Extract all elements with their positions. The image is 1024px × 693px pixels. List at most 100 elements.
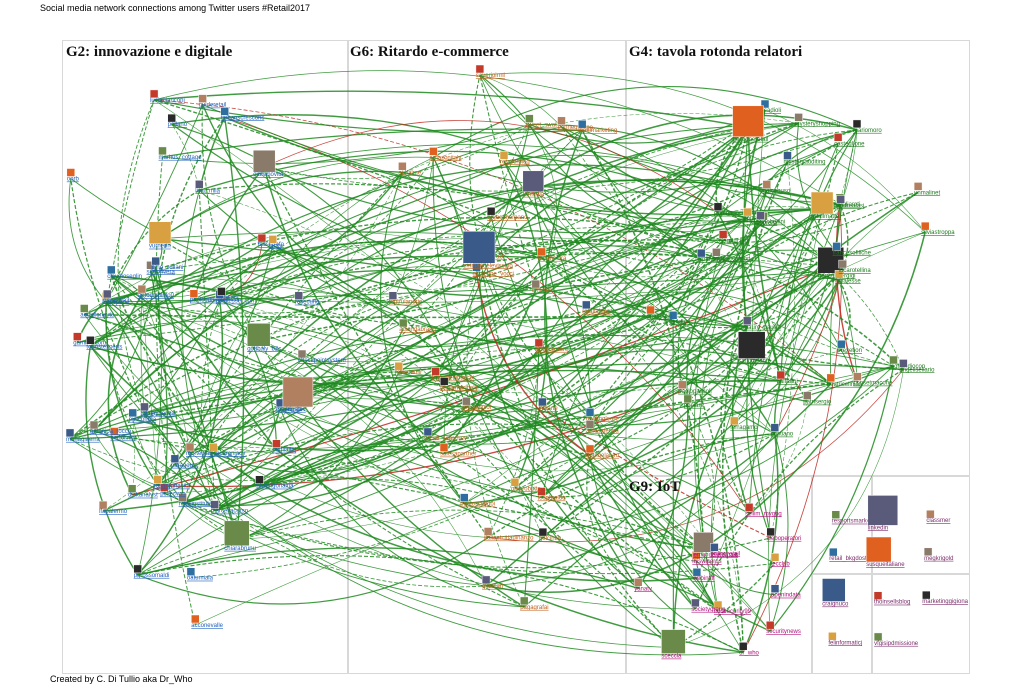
node-label: webintiff [692, 576, 715, 582]
node-avatar [678, 380, 687, 390]
node-label: italiaetcittadinanzo [484, 536, 534, 542]
edge [77, 122, 799, 344]
edge [201, 297, 222, 511]
node-label: marinanociani [714, 211, 751, 217]
edge [466, 124, 530, 608]
node-label: gabriela [217, 295, 239, 301]
node-avatar [691, 598, 700, 608]
node-label: tentrulandrie [389, 300, 423, 306]
node-label: marcellacorso [211, 509, 249, 515]
node-avatar [730, 416, 739, 426]
edge [427, 349, 832, 439]
node-label: unmalinet [914, 190, 940, 196]
edge [427, 437, 674, 648]
edge [503, 161, 548, 489]
edge [717, 212, 782, 382]
node-avatar [828, 632, 837, 641]
edge [586, 291, 842, 351]
node-avatar [128, 408, 137, 418]
edge [201, 104, 299, 399]
node-avatar [794, 113, 803, 122]
node-label: silviorigoriaina [256, 484, 295, 490]
node-avatar [582, 300, 591, 310]
node-avatar [770, 553, 780, 562]
node-label: touristexperts [86, 344, 122, 350]
node-label: gelcintio [539, 536, 562, 542]
edge [561, 126, 840, 205]
node-label: paolomarinelli [440, 385, 477, 391]
node-label: retailerblog [500, 159, 530, 165]
edge [174, 245, 274, 466]
edge [198, 190, 216, 511]
node-avatar [867, 495, 899, 526]
edge [769, 433, 789, 632]
node-label: dr_who [739, 650, 759, 656]
node-avatar [210, 500, 219, 509]
edge [538, 109, 766, 350]
node-label: rosecurio [295, 300, 320, 306]
node-avatar [185, 442, 195, 452]
node-avatar [831, 510, 841, 519]
node-avatar [66, 168, 76, 177]
node-label: pulglesse_com [216, 299, 256, 305]
node-label: consetmacone [853, 381, 893, 387]
edge [114, 251, 837, 439]
edge [102, 172, 403, 512]
node-label: yanatv [634, 586, 652, 592]
node-avatar [282, 376, 314, 408]
node-avatar [742, 316, 752, 326]
node-avatar [538, 397, 547, 407]
node-label: acconevalle [191, 623, 223, 629]
edge [106, 299, 688, 445]
edge [380, 172, 465, 504]
edge [199, 150, 844, 271]
edge [259, 478, 719, 612]
node-avatar [585, 408, 595, 417]
edge [189, 446, 277, 454]
node-avatar [439, 377, 449, 386]
node-avatar [834, 270, 844, 279]
node-avatar [756, 211, 765, 220]
edge [69, 438, 487, 587]
edge [479, 74, 840, 213]
node-avatar [198, 94, 207, 103]
node-avatar [873, 591, 883, 600]
edge [535, 204, 841, 291]
node-label: mecapioioi [462, 405, 491, 411]
node-avatar [538, 527, 548, 537]
node-avatar [73, 332, 82, 341]
edge [153, 99, 583, 134]
node-label: tmbanscrescons [221, 115, 265, 121]
edge [748, 401, 808, 514]
node-label: sellim_mvgpg [745, 511, 782, 517]
node-avatar [86, 336, 95, 345]
edge [392, 157, 434, 302]
edge [137, 547, 639, 589]
node-label: opemiglio [647, 314, 673, 320]
node-avatar [760, 99, 770, 109]
edge [392, 301, 719, 612]
node-avatar [423, 427, 433, 437]
node-label: trimedia [523, 192, 545, 198]
edge [153, 99, 771, 632]
node-avatar [537, 487, 546, 496]
node-avatar [189, 289, 199, 298]
node-avatar [257, 233, 267, 243]
node-label: mariagiaerra [66, 437, 100, 443]
edge [443, 127, 749, 455]
group-label-g9: G9: IoT [629, 479, 681, 495]
node-label: antonioa_rocco [90, 429, 132, 435]
node-label: retailinstitute [179, 501, 213, 507]
edge [487, 432, 775, 539]
edge [174, 464, 674, 648]
edge [77, 217, 748, 344]
node-avatar [826, 373, 836, 383]
edge [195, 365, 894, 626]
node-avatar [499, 151, 509, 160]
group-box-g4 [626, 40, 970, 476]
node-avatar [137, 284, 147, 294]
edge [297, 397, 591, 419]
node-label: liviu_mila [195, 188, 220, 194]
edge [687, 404, 715, 579]
